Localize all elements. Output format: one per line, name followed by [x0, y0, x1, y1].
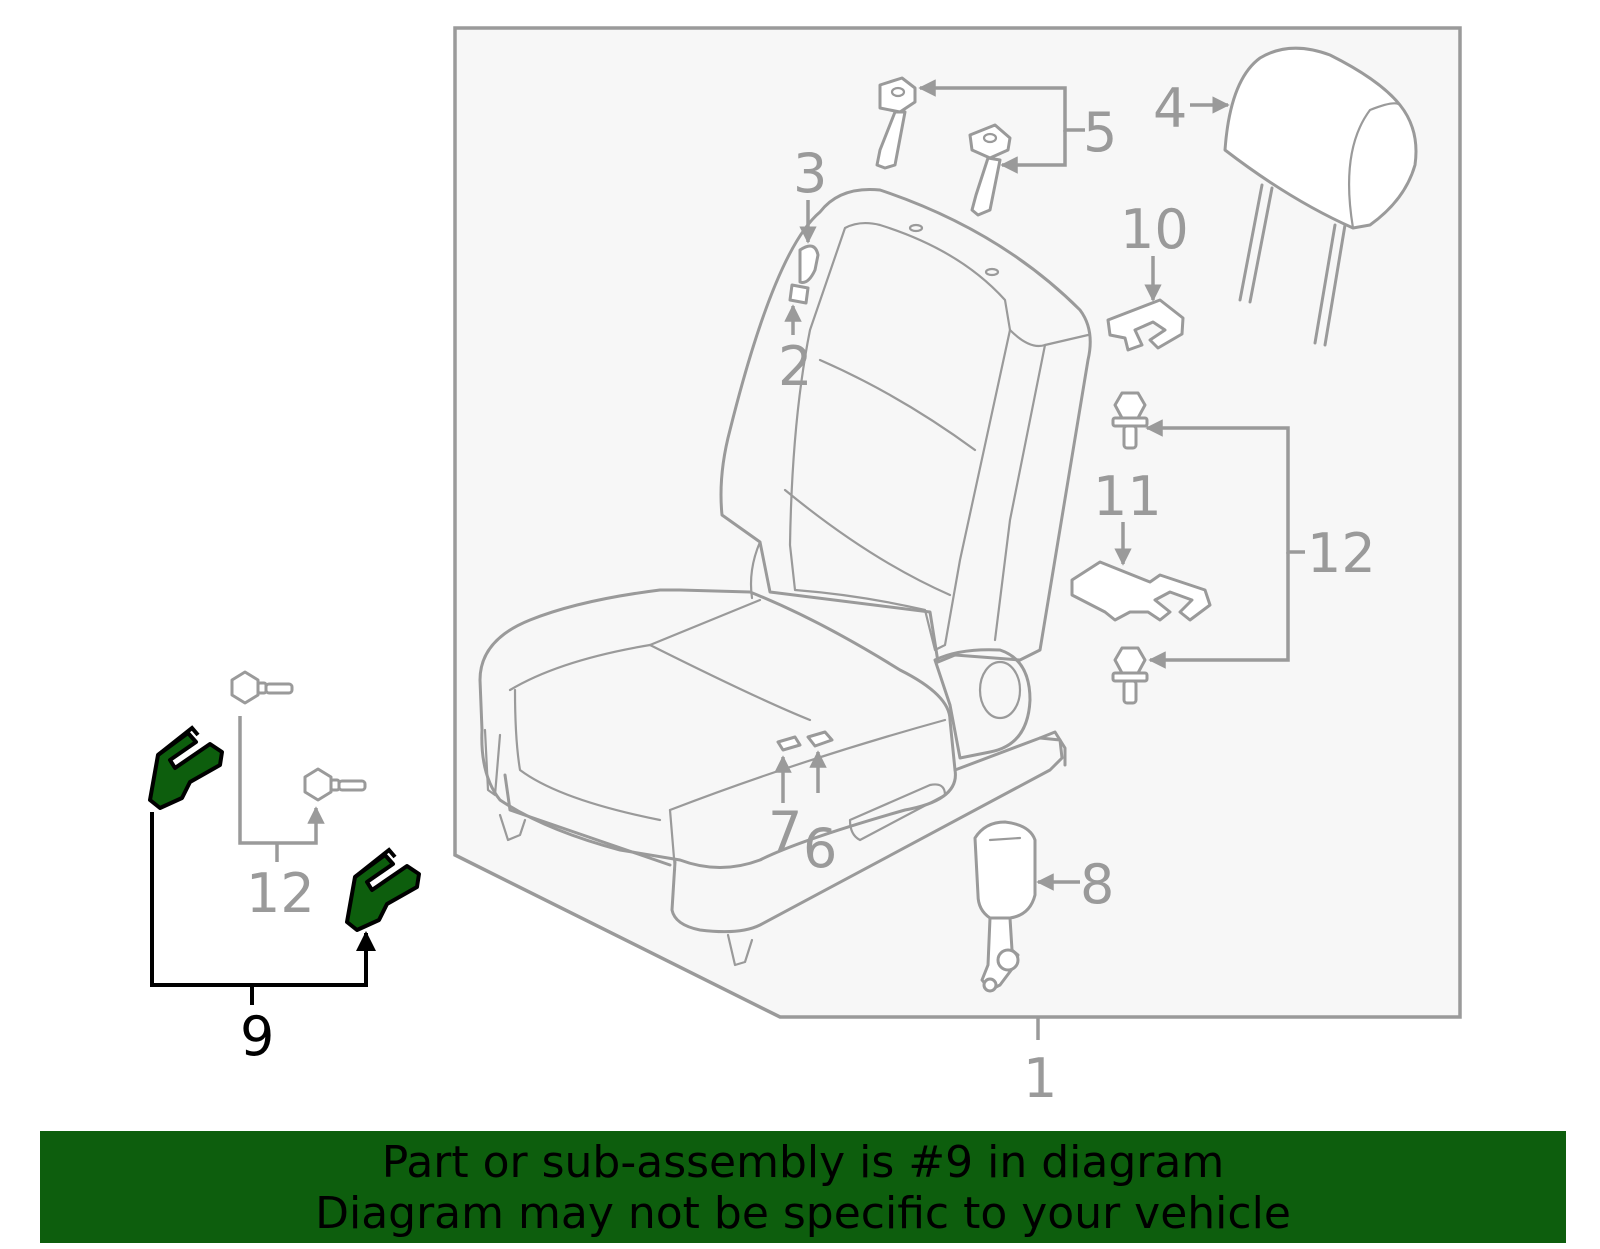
part-8-buckle	[973, 820, 1037, 993]
part-9-bracket-top	[148, 731, 224, 810]
seat-illustration	[478, 187, 1092, 967]
label-7: 7	[768, 800, 802, 863]
part-6-7-brackets	[776, 730, 834, 752]
label-12-right: 12	[1307, 522, 1376, 585]
label-9: 9	[240, 1005, 274, 1068]
callout-labels: 1 2 3 4 5 6 7 8 9 10 11 12 12	[240, 77, 1376, 1110]
parts-diagram: 1 2 3 4 5 6 7 8 9 10 11 12 12	[148, 26, 1462, 1110]
label-6: 6	[803, 817, 837, 880]
part-12-bolts-left	[230, 670, 367, 802]
part-9-brackets	[148, 725, 421, 932]
banner-line-2: Diagram may not be specific to your vehi…	[315, 1188, 1291, 1239]
label-8: 8	[1080, 853, 1114, 916]
label-4: 4	[1153, 77, 1187, 140]
part-4-headrest	[1223, 46, 1418, 347]
part-10-bracket	[1106, 298, 1185, 352]
label-11: 11	[1093, 465, 1162, 528]
label-5: 5	[1083, 101, 1117, 164]
leader-lines	[150, 79, 1305, 1040]
label-3: 3	[793, 142, 827, 205]
part-9-bracket-bottom	[345, 853, 421, 932]
info-banner: Part or sub-assembly is #9 in diagram Di…	[40, 1131, 1566, 1243]
part-11-bracket	[1070, 560, 1212, 622]
part-2-3-tab	[788, 244, 820, 305]
label-1: 1	[1023, 1047, 1057, 1110]
label-12-left: 12	[246, 862, 315, 925]
part-12-bolts-right	[1111, 391, 1149, 705]
label-10: 10	[1120, 198, 1189, 261]
label-2: 2	[778, 335, 812, 398]
banner-line-1: Part or sub-assembly is #9 in diagram	[381, 1137, 1225, 1188]
part-5-guides	[875, 76, 1012, 217]
assembly-panel	[453, 26, 1462, 1019]
